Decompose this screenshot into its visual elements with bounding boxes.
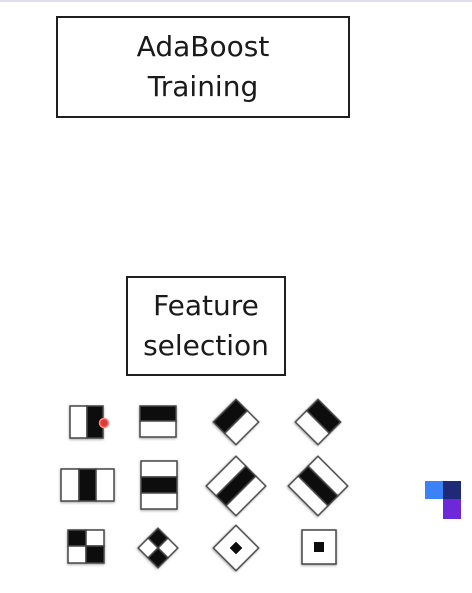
adaboost-training-box: AdaBoost Training: [56, 16, 350, 118]
haar-rotated-three-rect-1: [205, 455, 267, 517]
feature-selection-box: Feature selection: [126, 276, 286, 376]
haar-two-rect-horizontal-small: [139, 405, 177, 438]
haar-two-rect-vertical-small: [69, 405, 104, 439]
haar-three-rect-vertical: [60, 468, 115, 502]
feature-title-line-2: selection: [143, 329, 269, 362]
adaboost-title-line-1: AdaBoost: [136, 30, 270, 63]
pointer-dot: [98, 417, 110, 429]
haar-rotated-center-surround: [212, 524, 260, 572]
haar-center-surround: [301, 529, 337, 565]
feature-title-line-1: Feature: [153, 289, 259, 322]
top-border: [0, 0, 472, 2]
haar-three-rect-horizontal: [140, 460, 178, 510]
haar-rotated-two-rect-2: [294, 398, 342, 446]
adaboost-title-line-2: Training: [147, 70, 259, 103]
haar-rotated-four-rect-checker: [137, 527, 179, 569]
haar-four-rect-checker: [67, 529, 105, 564]
haar-rotated-two-rect-1: [212, 398, 260, 446]
haar-rotated-three-rect-2: [287, 455, 349, 517]
corner-logo-icon: [425, 481, 461, 519]
